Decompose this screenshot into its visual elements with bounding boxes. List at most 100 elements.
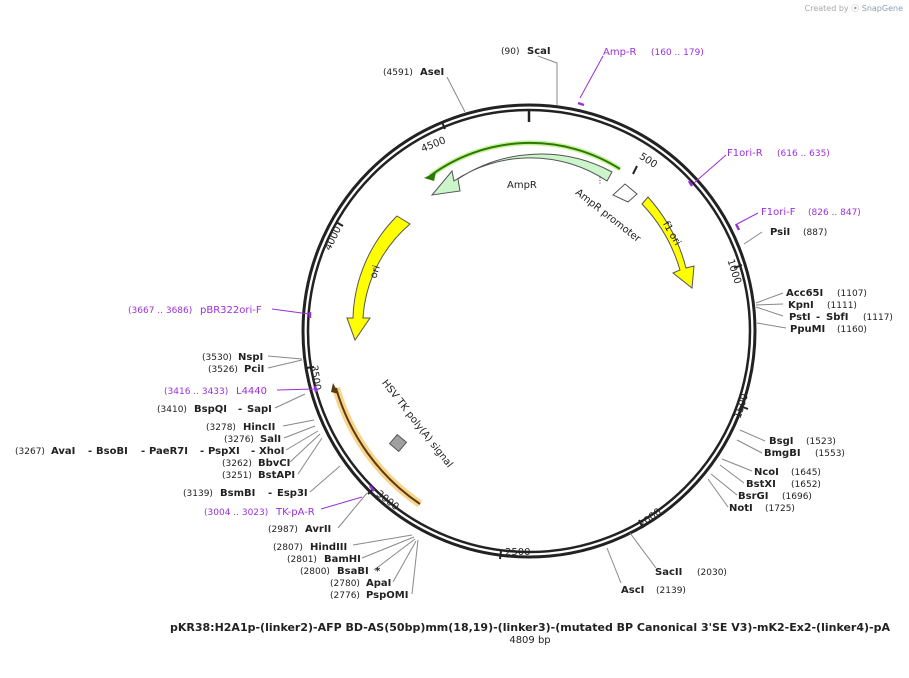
site-name[interactable]: PciI xyxy=(244,364,264,375)
primer-pos: (616 .. 635) xyxy=(777,149,830,159)
site-name[interactable]: BstXI xyxy=(746,479,776,490)
site-name[interactable]: XhoI xyxy=(259,446,284,457)
tick-4000 xyxy=(335,221,344,227)
leader-line xyxy=(289,433,321,463)
site-name[interactable]: PspXI xyxy=(208,446,240,457)
primer-mark xyxy=(369,485,375,492)
leader-line xyxy=(297,437,323,475)
site-pos: (1652) xyxy=(791,480,821,490)
site-pos: (3410) xyxy=(157,405,187,415)
site-name[interactable]: SapI xyxy=(247,404,272,415)
tick-4500 xyxy=(441,121,446,130)
primer-pos: (826 .. 847) xyxy=(808,208,861,218)
feature-ampr[interactable] xyxy=(430,153,613,196)
feature-label: AmpR xyxy=(507,180,537,191)
site-name[interactable]: AvaI xyxy=(51,446,75,457)
site-name[interactable]: NotI xyxy=(729,503,753,514)
site-name[interactable]: Acc65I xyxy=(786,288,823,299)
site-labels: (90) ScaI (4591) AseI PsiI (887) Acc65I … xyxy=(15,46,893,601)
primer-pos: (3667 .. 3686) xyxy=(128,306,192,316)
amp-primer-arrow xyxy=(429,141,621,177)
tick-label: 2000 xyxy=(637,507,664,531)
tick-label: 500 xyxy=(637,151,659,171)
feature-label: HSV TK poly(A) signal xyxy=(379,378,454,470)
site-name[interactable]: Esp3I xyxy=(277,488,308,499)
site-name[interactable]: PstI xyxy=(789,312,811,323)
site-pos: (2807) xyxy=(273,543,303,553)
site-name[interactable]: ApaI xyxy=(366,578,391,589)
primer-leader-line xyxy=(736,212,759,225)
site-name[interactable]: SacII xyxy=(655,567,682,578)
site-name[interactable]: PspOMI xyxy=(366,590,408,601)
site-pos: (2801) xyxy=(287,555,317,565)
amp-primer-arrowhead xyxy=(424,172,436,181)
primer-leader-line xyxy=(693,154,727,184)
leader-line xyxy=(707,478,729,508)
leader-line xyxy=(352,534,413,546)
site-name[interactable]: NspI xyxy=(238,352,263,363)
leader-line xyxy=(606,547,622,584)
site-pos: (2780) xyxy=(330,579,360,589)
leader-line xyxy=(282,419,315,427)
site-name[interactable]: PpuMI xyxy=(790,324,825,335)
site-name[interactable]: ScaI xyxy=(527,46,551,57)
primer-name: Amp-R xyxy=(603,47,637,58)
site-pos: (1107) xyxy=(837,289,867,299)
plasmid-title: pKR38:H2A1p-(linker2)-AFP BD-AS(50bp)mm(… xyxy=(170,621,890,634)
site-pos: (1725) xyxy=(765,504,795,514)
site-name[interactable]: BmgBI xyxy=(764,448,801,459)
site-name[interactable]: BsrGI xyxy=(738,491,768,502)
site-pos: (1553) xyxy=(815,449,845,459)
site-name[interactable]: SbfI xyxy=(826,312,848,323)
site-name[interactable]: HindIII xyxy=(310,542,347,553)
site-name[interactable]: BsmBI xyxy=(220,488,255,499)
feature-hsv-tk-polya[interactable] xyxy=(388,433,408,453)
primer-name: pBR322ori-F xyxy=(200,305,262,316)
leader-lines xyxy=(267,55,787,595)
backbone-inner xyxy=(306,108,752,554)
tick-label: 3500 xyxy=(308,365,322,392)
leader-line xyxy=(411,539,419,595)
site-name[interactable]: HincII xyxy=(243,422,275,433)
tick-1500 xyxy=(739,405,749,410)
tick-label: 1500 xyxy=(733,392,751,420)
primer-pos: (3004 .. 3023) xyxy=(204,508,268,518)
leader-line xyxy=(721,458,753,472)
site-name[interactable]: BstAPI xyxy=(258,470,295,481)
feature-dots: ⋮ xyxy=(596,176,604,185)
site-name[interactable]: AscI xyxy=(621,585,644,596)
tkpa-primer-arrowhead xyxy=(331,383,339,394)
leader-line xyxy=(755,303,784,306)
feature-label: f1 ori xyxy=(660,220,683,248)
site-pos: (90) xyxy=(501,47,519,57)
primer-mark xyxy=(734,223,741,231)
site-name[interactable]: AseI xyxy=(420,67,444,78)
site-name[interactable]: BsgI xyxy=(769,436,793,447)
leader-line xyxy=(755,306,784,317)
site-name[interactable]: BamHI xyxy=(324,554,361,565)
site-name[interactable]: PaeR7I xyxy=(149,446,188,457)
site-name[interactable]: PsiI xyxy=(770,227,790,238)
leader-line xyxy=(361,536,415,559)
leader-line xyxy=(274,393,306,409)
site-name[interactable]: BbvCI xyxy=(258,458,290,469)
site-name[interactable]: AvrII xyxy=(305,524,331,535)
site-separator: - xyxy=(141,446,145,457)
primer-name: F1ori-F xyxy=(761,207,796,218)
leader-line xyxy=(267,355,303,360)
site-name[interactable]: NcoI xyxy=(754,467,779,478)
feature-f1-ori[interactable] xyxy=(641,196,695,289)
site-name[interactable]: SalI xyxy=(260,434,281,445)
feature-ampr-promoter[interactable] xyxy=(612,183,638,203)
site-pos: (1160) xyxy=(837,325,867,335)
feature-ori[interactable] xyxy=(346,215,411,342)
site-name[interactable]: BsoBI xyxy=(96,446,128,457)
site-name[interactable]: BspQI xyxy=(194,404,227,415)
primer-name: TK-pA-R xyxy=(275,507,315,518)
site-name[interactable]: KpnI xyxy=(788,300,814,311)
site-name[interactable]: BsaBI xyxy=(337,566,369,577)
leader-line xyxy=(373,538,416,571)
primer-mark xyxy=(313,385,318,393)
site-pos: (1645) xyxy=(791,468,821,478)
site-pos: (3530) xyxy=(202,353,232,363)
